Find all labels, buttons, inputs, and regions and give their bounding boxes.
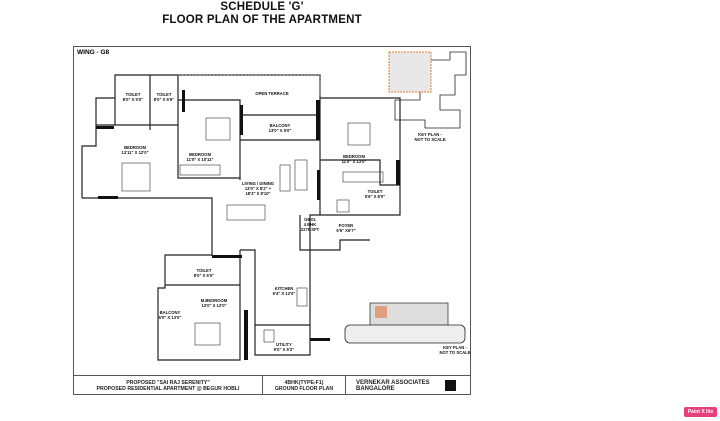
- bedroom-3-size: 11'0" X 13'0": [342, 159, 367, 164]
- unit-type-label: 4BHK(TYPE-F1): [284, 379, 324, 386]
- bedroom-3-label: BEDROOM: [343, 154, 365, 159]
- balcony-2-label: BALCONY: [160, 310, 181, 315]
- bedroom-1-label: BEDROOM: [124, 145, 146, 150]
- toilet-4-label: TOILET: [197, 268, 212, 273]
- toilet-2-size: 8'0" X 5'6": [154, 97, 174, 102]
- title-block: PROPOSED "SAI RAJ SERENITY" PROPOSED RES…: [74, 375, 470, 395]
- drawing-frame: [73, 46, 471, 395]
- architect-city: BANGALORE: [356, 385, 395, 392]
- key-plan-bottom-scale: NOT TO SCALE: [439, 350, 470, 355]
- open-terrace-label: OPEN TERRACE: [255, 91, 288, 96]
- bedroom-2-label: BEDROOM: [189, 152, 211, 157]
- balcony-1-size: 13'0" X 5'0": [269, 128, 292, 133]
- architect-logo: [445, 380, 456, 391]
- utility-label: UTILITY: [276, 342, 292, 347]
- furniture: [121, 117, 384, 346]
- balcony-1-label: BALCONY: [270, 123, 291, 128]
- architect-cell: VERNEKAR ASSOCIATES BANGALORE: [346, 376, 470, 395]
- project-description: PROPOSED RESIDENTIAL APARTMENT @ BEGUR H…: [96, 385, 240, 392]
- key-plan-top-scale: NOT TO SCALE: [414, 137, 445, 142]
- unit-area: 2275 SFT: [301, 227, 320, 232]
- key-plan-top: KEY PLAN - NOT TO SCALE: [388, 51, 467, 142]
- plan-type-cell: 4BHK(TYPE-F1) GROUND FLOOR PLAN: [263, 376, 346, 395]
- project-name: PROPOSED "SAI RAJ SERENITY": [126, 379, 210, 386]
- living-size-2: 18'3" X 8'10": [245, 191, 270, 196]
- master-bedroom-size: 13'0" X 12'0": [201, 303, 226, 308]
- room-labels: TOILET 8'0" X 5'0" TOILET 8'0" X 5'6" OP…: [121, 91, 385, 352]
- toilet-3-label: TOILET: [368, 189, 383, 194]
- living-size-1: 13'0" X 8'2" +: [245, 186, 272, 191]
- kitchen-label: KITCHEN: [275, 286, 294, 291]
- foyer-label: FOYER: [339, 223, 353, 228]
- toilet-4-size: 8'0" X 5'0": [194, 273, 214, 278]
- wing-label: WING - G8: [77, 49, 110, 56]
- toilet-1-label: TOILET: [126, 92, 141, 97]
- bedroom-1-size: 13'11" X 12'0": [121, 150, 148, 155]
- living-dining-label: LIVING / DINING: [242, 181, 274, 186]
- master-bedroom-label: M.BEDROOM: [201, 298, 228, 303]
- balcony-2-size: 5'0" X 13'0": [159, 315, 182, 320]
- key-plan-top-label: KEY PLAN -: [418, 132, 442, 137]
- unit-type: 4 BHK: [304, 222, 317, 227]
- toilet-1-size: 8'0" X 5'0": [123, 97, 143, 102]
- foyer-size: 6'6" X6'7": [336, 228, 355, 233]
- key-plan-bottom-label: KEY PLAN -: [443, 345, 467, 350]
- architect-name: VERNEKAR ASSOCIATES: [356, 379, 430, 386]
- key-plan-bottom: KEY PLAN - NOT TO SCALE: [344, 302, 471, 355]
- page-title: FLOOR PLAN OF THE APARTMENT: [162, 14, 362, 26]
- terrace-dashed-edge: [178, 74, 321, 98]
- walls: [81, 74, 401, 361]
- kitchen-size: 9'4" X 12'0": [273, 291, 296, 296]
- unit-code: G8-01: [304, 217, 316, 222]
- toilet-3-size: 5'6" X 8'0": [365, 194, 385, 199]
- floor-label: GROUND FLOOR PLAN: [274, 385, 334, 392]
- paint-x-lite-button[interactable]: Paint X lite: [684, 407, 717, 417]
- bedroom-2-size: 11'0" X 10'11": [187, 157, 214, 162]
- thick-wall-segments: [96, 90, 400, 360]
- project-cell: PROPOSED "SAI RAJ SERENITY" PROPOSED RES…: [74, 376, 263, 395]
- schedule-title: SCHEDULE 'G': [220, 1, 304, 13]
- toilet-2-label: TOILET: [157, 92, 172, 97]
- utility-size: 9'0" X 5'2": [274, 347, 294, 352]
